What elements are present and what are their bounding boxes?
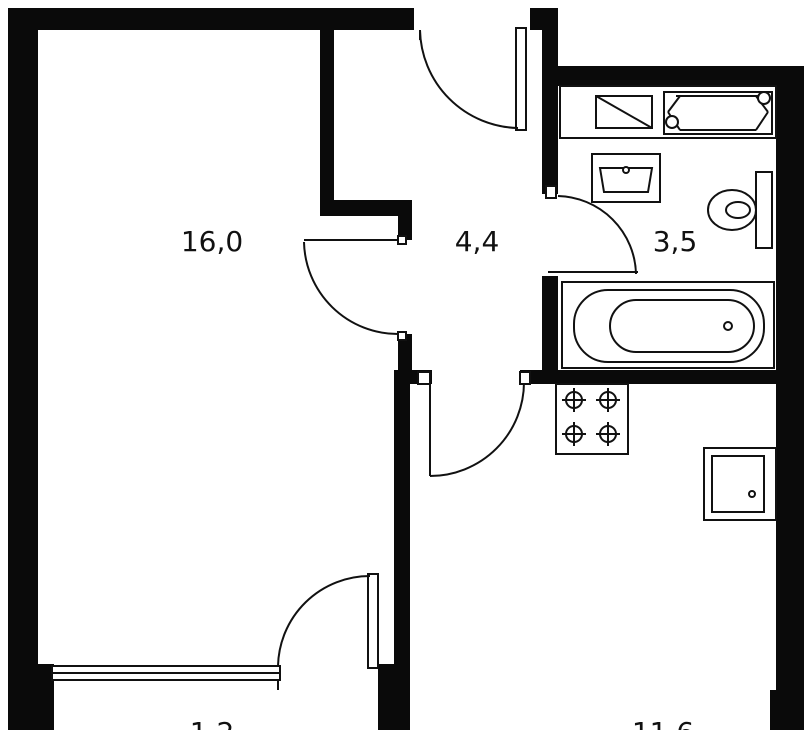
washing-machine-icon	[559, 85, 777, 139]
wall	[378, 664, 410, 730]
wall	[398, 200, 412, 240]
walls	[8, 8, 804, 730]
room-area-bathroom: 3,5	[653, 225, 698, 258]
burner	[562, 422, 586, 446]
burner	[596, 422, 620, 446]
bathroom-door	[545, 185, 638, 275]
wall	[8, 8, 414, 30]
entrance-door	[419, 27, 527, 131]
balcony-window	[51, 665, 281, 681]
wall	[770, 690, 804, 730]
room-area-living-room: 16,0	[181, 225, 243, 258]
living-room-door	[303, 235, 407, 341]
kitchen-sink-icon	[703, 447, 777, 521]
wall	[776, 66, 804, 730]
balcony-door	[277, 573, 379, 690]
kitchen-door	[417, 371, 531, 477]
stove-icon	[555, 383, 629, 455]
burner	[562, 388, 586, 412]
wall	[398, 334, 412, 376]
sink-icon	[591, 153, 661, 203]
room-labels: 16,0 4,4 3,5 1,2 11,6	[181, 225, 697, 730]
wall	[320, 200, 412, 216]
bathtub-icon	[561, 281, 775, 369]
doors	[51, 27, 638, 690]
toilet-icon	[707, 171, 773, 249]
fixtures	[555, 85, 777, 521]
wall	[542, 8, 558, 194]
wall	[520, 370, 804, 384]
wall	[8, 664, 54, 730]
wall	[8, 8, 38, 730]
wall	[542, 276, 558, 380]
room-area-kitchen: 11,6	[632, 716, 694, 730]
room-area-balcony: 1,2	[190, 716, 235, 730]
room-area-hallway: 4,4	[455, 225, 500, 258]
wall	[320, 28, 334, 214]
wall	[542, 66, 780, 86]
wall	[394, 370, 410, 670]
burner	[596, 388, 620, 412]
